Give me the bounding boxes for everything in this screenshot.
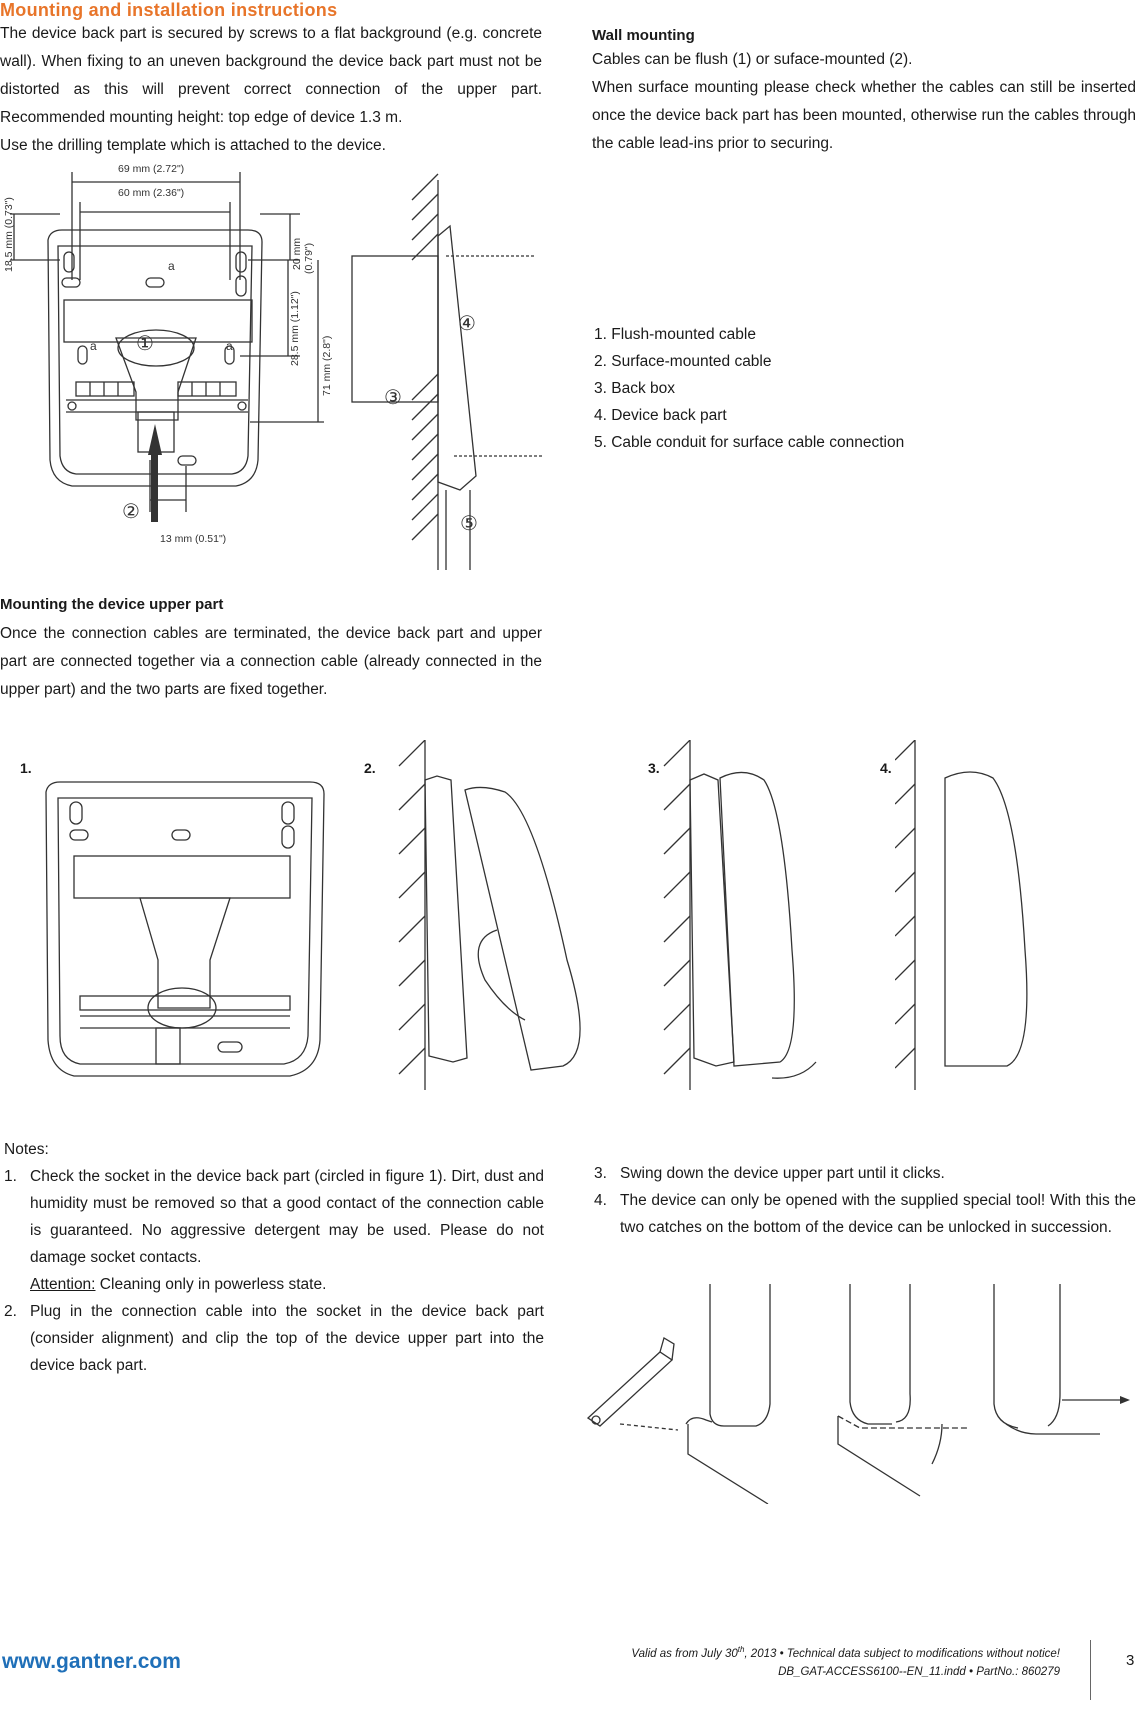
legend-item: 3. Back box <box>594 380 675 397</box>
legend-item: 2. Surface-mounted cable <box>594 353 772 370</box>
dim-18-5: 18.5 mm (0.73") <box>3 197 15 272</box>
page-number: 3 <box>1126 1652 1135 1669</box>
upper-part-paragraph: Once the connection cables are terminate… <box>0 625 542 698</box>
marker-4: ④ <box>458 313 476 335</box>
intro-text: The device back part is secured by screw… <box>0 20 542 160</box>
label-a: a <box>168 259 175 273</box>
figure-label-3: 3. <box>648 760 660 776</box>
footer-line-2: DB_GAT-ACCESS6100--EN_11.indd • PartNo.:… <box>778 1665 1060 1678</box>
dim-60: 60 mm (2.36") <box>118 187 184 199</box>
intro-paragraph-template: Use the drilling template which is attac… <box>0 137 386 154</box>
upper-part-title: Mounting the device upper part <box>0 596 224 613</box>
note-number: 1. <box>4 1168 17 1185</box>
step-4-figure <box>895 740 1028 1090</box>
intro-paragraph: The device back part is secured by screw… <box>0 25 542 126</box>
marker-1: ① <box>136 333 154 355</box>
figure-label-2: 2. <box>364 760 376 776</box>
legend-list: 1. Flush-mounted cable 2. Surface-mounte… <box>594 321 904 456</box>
wall-mounting-paragraph-1: Cables can be flush (1) or suface-mounte… <box>592 51 913 68</box>
footer-meta: Valid as from July 30th, 2013 • Technica… <box>500 1641 1060 1681</box>
legend-item: 1. Flush-mounted cable <box>594 326 756 343</box>
step-1-figure <box>45 781 325 1077</box>
note-text: Swing down the device upper part until i… <box>620 1165 945 1182</box>
notes-title: Notes: <box>4 1141 49 1158</box>
cable-arrow <box>148 424 162 455</box>
note-text: Check the socket in the device back part… <box>30 1168 544 1293</box>
notes-right: 3. Swing down the device upper part unti… <box>594 1160 1136 1241</box>
label-a: a <box>226 339 233 353</box>
attention-text: Cleaning only in powerless state. <box>95 1276 327 1293</box>
opening-tool-figure <box>586 1284 1130 1504</box>
note-item: 4. The device can only be opened with th… <box>594 1187 1136 1241</box>
dim-71: 71 mm (2.8") <box>321 336 333 396</box>
section-title: Mounting and installation instructions <box>0 0 338 20</box>
step-3-figure <box>663 740 817 1090</box>
step-2-figure <box>398 740 581 1090</box>
marker-2: ② <box>122 501 140 523</box>
marker-3: ③ <box>384 387 402 409</box>
dimension-drawing: 69 mm (2.72") 60 mm (2.36") 18.5 mm (0.7… <box>3 163 542 570</box>
dim-69: 69 mm (2.72") <box>118 163 184 175</box>
label-a: a <box>90 339 97 353</box>
note-item: 3. Swing down the device upper part unti… <box>594 1160 1136 1187</box>
wall-mounting-paragraph-2: When surface mounting please check wheth… <box>592 79 1136 152</box>
device-back-outline <box>47 229 263 487</box>
figure-label-1: 1. <box>20 760 32 776</box>
note-number: 4. <box>594 1192 607 1209</box>
footer-url-link[interactable]: www.gantner.com <box>2 1650 181 1673</box>
legend-item: 4. Device back part <box>594 407 727 424</box>
figure-label-4: 4. <box>880 760 892 776</box>
footer-divider <box>1090 1640 1091 1700</box>
note-item: 2. Plug in the connection cable into the… <box>4 1298 544 1379</box>
note-number: 2. <box>4 1303 17 1320</box>
note-number: 3. <box>594 1165 607 1182</box>
side-view <box>351 173 542 570</box>
footer-line-1: Valid as from July 30th, 2013 • Technica… <box>631 1645 1060 1660</box>
legend-item: 5. Cable conduit for surface cable conne… <box>594 434 905 451</box>
attention-label: Attention: <box>30 1276 96 1293</box>
wall-mounting-text: Cables can be flush (1) or suface-mounte… <box>592 46 1136 158</box>
upper-part-text: Once the connection cables are terminate… <box>0 620 542 704</box>
notes-left: Notes: 1. Check the socket in the device… <box>4 1136 544 1379</box>
note-text: The device can only be opened with the s… <box>620 1192 1136 1236</box>
wall-mounting-title: Wall mounting <box>592 27 695 44</box>
note-text: Plug in the connection cable into the so… <box>30 1303 544 1374</box>
marker-5: ⑤ <box>460 513 478 535</box>
dim-20-in: (0.79") <box>303 243 315 274</box>
dim-20: 20 mm <box>291 238 303 270</box>
note-item: 1. Check the socket in the device back p… <box>4 1163 544 1298</box>
dim-13: 13 mm (0.51") <box>160 533 226 545</box>
dim-28-5: 28.5 mm (1.12") <box>289 291 301 366</box>
